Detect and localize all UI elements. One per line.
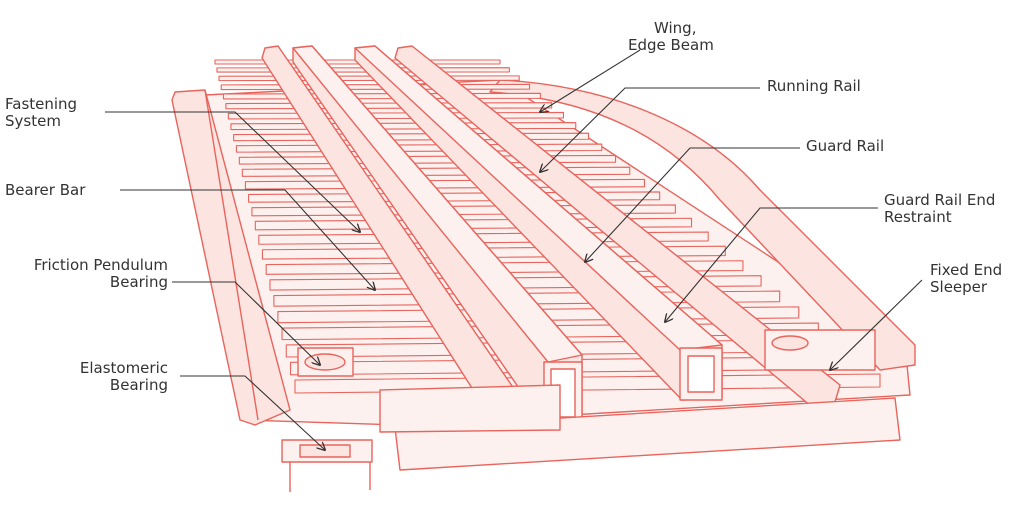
label-line: System [5, 112, 61, 130]
label-line: Guard Rail End [884, 191, 996, 209]
label-fastening-system: Fastening System [5, 96, 77, 130]
label-line: Friction Pendulum [33, 256, 168, 274]
leader-elastomeric-bearing [180, 375, 325, 450]
label-fixed-end-sleeper: Fixed End Sleeper [930, 262, 1002, 296]
leader-running-rail [540, 87, 760, 172]
leader-bearer-bar [120, 189, 375, 290]
leader-fastening-system [105, 111, 360, 232]
sleeper [218, 75, 520, 82]
label-line: Restraint [884, 208, 952, 226]
label-line: Wing, [654, 19, 697, 37]
leader-guard-rail [585, 147, 800, 262]
label-line: Bearing [109, 273, 168, 291]
label-line: Elastomeric [79, 359, 168, 377]
sleeper [225, 102, 553, 110]
front-bearer-beam [394, 397, 901, 471]
guard-rail-left-top [292, 45, 583, 363]
label-line: Guard Rail [806, 137, 885, 155]
label-running-rail: Running Rail [767, 78, 861, 95]
label-line: Edge Beam [628, 36, 714, 54]
label-elastomeric-bearing: Elastomeric Bearing [80, 360, 168, 394]
sleeper [235, 143, 603, 153]
label-line: Bearing [109, 376, 168, 394]
label-wing-edge-beam: Wing, Edge Beam [628, 20, 714, 54]
sleeper [230, 122, 577, 131]
leader-friction-pendulum-bearing [172, 281, 320, 365]
label-line: Running Rail [767, 77, 861, 95]
sleeper [220, 83, 531, 91]
fixed-end-sleeper [764, 329, 876, 371]
label-guard-rail-end-restraint: Guard Rail End Restraint [884, 192, 995, 226]
sleeper [233, 132, 590, 142]
label-line: Fastening [5, 95, 78, 113]
label-line: Sleeper [930, 278, 988, 296]
leader-wing-edge-beam [540, 49, 641, 112]
label-line: Fixed End [930, 261, 1003, 279]
leader-guard-rail-end-restraint [665, 207, 878, 322]
label-friction-pendulum-bearing: Friction Pendulum Bearing [34, 257, 168, 291]
label-bearer-bar: Bearer Bar [5, 182, 85, 199]
label-guard-rail: Guard Rail [806, 138, 884, 155]
leader-fixed-end-sleeper [830, 279, 923, 370]
sleeper [222, 92, 541, 100]
label-line: Bearer Bar [5, 181, 86, 199]
sleeper [227, 111, 565, 120]
